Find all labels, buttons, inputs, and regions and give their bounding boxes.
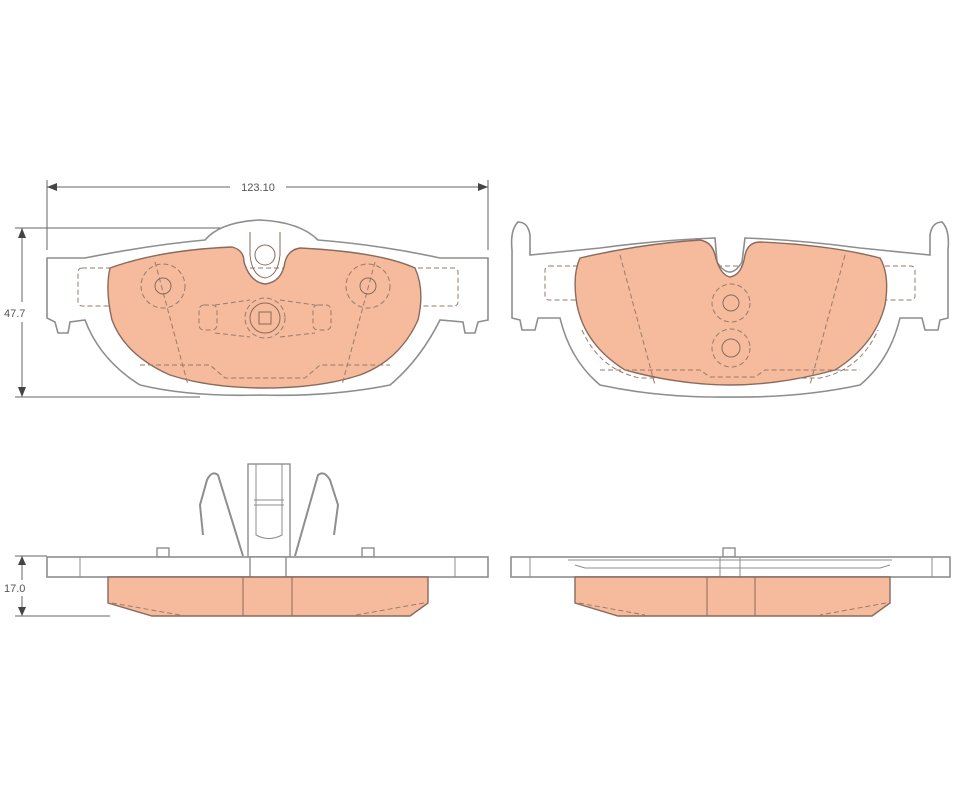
pin-hole	[359, 277, 377, 295]
pin-hole	[722, 294, 740, 312]
pin-hole	[721, 338, 741, 358]
retaining-clip	[198, 463, 340, 558]
inner-pad-side-view	[46, 463, 489, 617]
outer-pad-side-view	[510, 547, 951, 617]
thickness-label: 17.0	[4, 583, 25, 595]
thickness-dimension: 17.0	[4, 555, 110, 617]
friction-material	[574, 239, 888, 386]
friction-material	[574, 576, 891, 617]
width-label: 123.10	[241, 182, 275, 194]
height-dimension: 47.7	[4, 227, 250, 398]
friction-material	[107, 246, 422, 389]
inner-pad-front-view	[46, 219, 489, 397]
pin-hole	[154, 277, 172, 295]
outer-pad-front-view	[510, 221, 950, 398]
width-dimension: 123.10	[46, 180, 489, 250]
height-label: 47.7	[4, 308, 25, 320]
center-boss	[244, 297, 286, 339]
friction-material	[107, 576, 429, 617]
